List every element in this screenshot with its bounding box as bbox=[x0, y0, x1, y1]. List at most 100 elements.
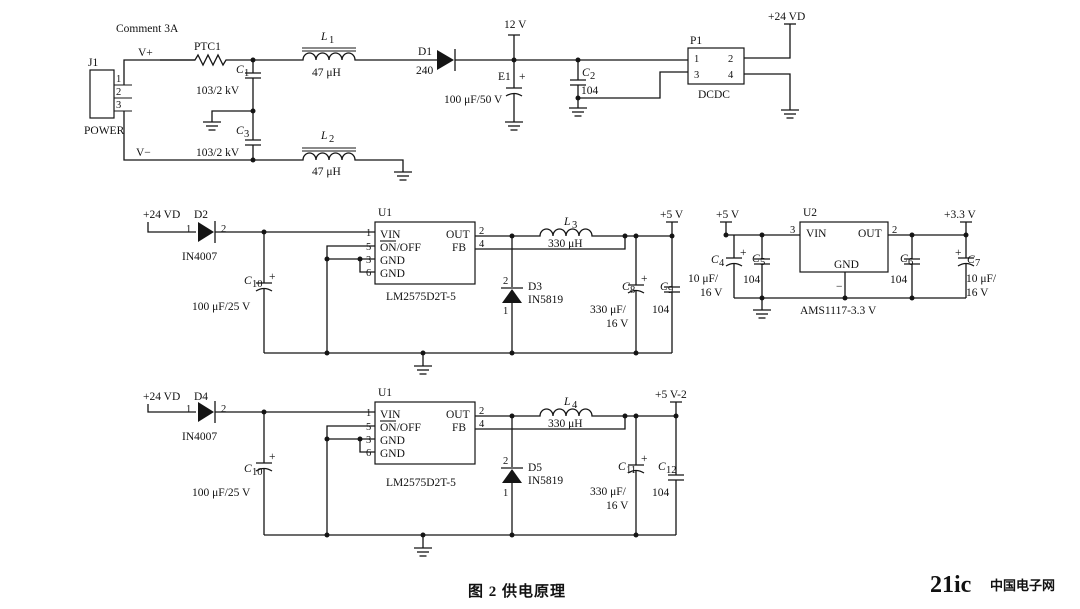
svg-text:D5: D5 bbox=[528, 462, 542, 474]
buck2-d-ref: D4 bbox=[194, 391, 208, 403]
svg-text:1: 1 bbox=[366, 408, 371, 419]
svg-text:10: 10 bbox=[252, 467, 263, 478]
c2-ref: C bbox=[582, 67, 590, 79]
svg-text:16 V: 16 V bbox=[606, 500, 629, 512]
svg-text:6: 6 bbox=[366, 448, 371, 459]
svg-text:GND: GND bbox=[380, 448, 405, 460]
j1-connector: J1 POWER 1 2 3 bbox=[84, 57, 132, 137]
buck2-input-label: +24 VD bbox=[143, 391, 180, 403]
svg-text:GND: GND bbox=[380, 435, 405, 447]
l1-inductor: L 1 47 μH bbox=[300, 31, 360, 79]
svg-text:−: − bbox=[836, 281, 843, 293]
svg-text:VIN: VIN bbox=[380, 409, 401, 421]
ldo-regulator-section: +5 V 3 C 4 + 10 μF/ 16 V C 5 104 U2 VIN … bbox=[688, 207, 997, 319]
watermark-subtext: 中国电子网 bbox=[990, 578, 1055, 593]
svg-text:10 μF/: 10 μF/ bbox=[688, 273, 719, 285]
c3-ref: C bbox=[236, 125, 244, 137]
svg-text:C: C bbox=[900, 253, 908, 265]
svg-text:OUT: OUT bbox=[446, 409, 470, 421]
svg-text:2: 2 bbox=[221, 224, 226, 235]
svg-text:4: 4 bbox=[572, 400, 578, 411]
svg-text:1: 1 bbox=[503, 306, 508, 317]
svg-text:11: 11 bbox=[626, 465, 636, 476]
svg-text:4: 4 bbox=[479, 239, 485, 250]
svg-text:D3: D3 bbox=[528, 281, 542, 293]
svg-text:3: 3 bbox=[572, 220, 577, 231]
svg-text:9: 9 bbox=[668, 285, 673, 296]
svg-text:C: C bbox=[244, 275, 252, 287]
buck-converter-1: +24 VD D2 1 2 IN4007 C 10 + 100 μF/25 V … bbox=[143, 207, 684, 375]
ldo-input-label: +5 V bbox=[716, 209, 740, 221]
svg-text:C: C bbox=[711, 254, 719, 266]
j1-ref: J1 bbox=[88, 57, 98, 69]
svg-text:6: 6 bbox=[908, 257, 913, 268]
buck2-u-ref: U1 bbox=[378, 387, 392, 399]
svg-text:7: 7 bbox=[975, 258, 980, 269]
svg-text:+: + bbox=[955, 247, 962, 259]
comment-label: Comment 3A bbox=[116, 23, 179, 35]
svg-text:+: + bbox=[641, 273, 648, 285]
svg-text:2: 2 bbox=[479, 406, 484, 417]
vminus-label: V− bbox=[136, 147, 151, 159]
l2-inductor: L 2 47 μH bbox=[160, 130, 413, 181]
svg-text:1: 1 bbox=[244, 68, 249, 79]
c1-ref: C bbox=[236, 64, 244, 76]
c3-value: 103/2 kV bbox=[196, 147, 240, 159]
p1-pin-3: 3 bbox=[694, 70, 699, 81]
p1-pin-1: 1 bbox=[694, 54, 699, 65]
ldo-output-label: +3.3 V bbox=[944, 209, 977, 221]
svg-text:+: + bbox=[740, 247, 747, 259]
svg-text:1: 1 bbox=[503, 488, 508, 499]
svg-text:1: 1 bbox=[329, 35, 334, 46]
buck1-u-value: LM2575D2T-5 bbox=[386, 291, 456, 303]
svg-text:C: C bbox=[967, 254, 975, 266]
svg-text:104: 104 bbox=[743, 274, 761, 286]
c3-capacitor: C 3 103/2 kV bbox=[196, 125, 261, 163]
ldo-u-ref: U2 bbox=[803, 207, 817, 219]
svg-text:8: 8 bbox=[630, 285, 635, 296]
buck2-ds-value: IN5819 bbox=[528, 475, 563, 487]
svg-text:5: 5 bbox=[760, 257, 765, 268]
c2-capacitor: C 2 104 bbox=[568, 57, 688, 117]
p1-pin-4: 4 bbox=[728, 70, 734, 81]
svg-text:2: 2 bbox=[892, 225, 897, 236]
svg-text:16 V: 16 V bbox=[700, 287, 723, 299]
e1-ref: E1 bbox=[498, 71, 511, 83]
svg-text:L: L bbox=[563, 216, 570, 228]
svg-text:5: 5 bbox=[366, 422, 371, 433]
buck1-l-value: 330 μH bbox=[548, 238, 583, 250]
ptc1-fuse: PTC1 bbox=[160, 41, 300, 67]
svg-text:2: 2 bbox=[503, 456, 508, 467]
buck-converter-2: +24 VD D4 1 2 IN4007 C 10 + 100 μF/25 V … bbox=[143, 387, 687, 557]
svg-text:4: 4 bbox=[719, 258, 725, 269]
svg-text:104: 104 bbox=[652, 304, 670, 316]
l2-value: 47 μH bbox=[312, 166, 341, 178]
svg-text:ON/OFF: ON/OFF bbox=[380, 242, 421, 254]
svg-text:2: 2 bbox=[590, 71, 595, 82]
svg-text:4: 4 bbox=[479, 419, 485, 430]
svg-text:C: C bbox=[660, 281, 668, 293]
svg-text:+: + bbox=[269, 271, 276, 283]
buck1-cin-value: 100 μF/25 V bbox=[192, 301, 251, 313]
c1-capacitor: C 1 103/2 kV bbox=[196, 57, 261, 130]
p1-dcdc-module: P1 DCDC 1 2 3 4 +24 VD bbox=[687, 11, 805, 119]
l1-ref: L bbox=[320, 31, 327, 43]
d1-value: 240 bbox=[416, 65, 434, 77]
c1-value: 103/2 kV bbox=[196, 85, 240, 97]
j1-pin-1: 1 bbox=[116, 74, 121, 85]
v24-label: +24 VD bbox=[768, 11, 805, 23]
buck2-l-value: 330 μH bbox=[548, 418, 583, 430]
svg-text:L: L bbox=[563, 396, 570, 408]
svg-text:5: 5 bbox=[366, 242, 371, 253]
buck1-ds-value: IN5819 bbox=[528, 294, 563, 306]
svg-text:104: 104 bbox=[652, 487, 670, 499]
p1-pin-2: 2 bbox=[728, 54, 733, 65]
svg-text:2: 2 bbox=[479, 226, 484, 237]
svg-text:FB: FB bbox=[452, 422, 466, 434]
svg-text:16 V: 16 V bbox=[966, 287, 989, 299]
buck1-d-ref: D2 bbox=[194, 209, 208, 221]
ldo-u-value: AMS1117-3.3 V bbox=[800, 305, 877, 317]
svg-text:12: 12 bbox=[666, 465, 677, 476]
vplus-label: V+ bbox=[138, 47, 153, 59]
